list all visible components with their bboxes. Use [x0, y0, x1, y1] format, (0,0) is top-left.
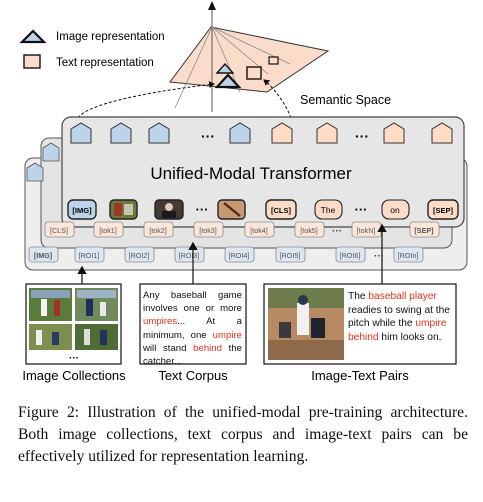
text-point-icon [246, 66, 262, 80]
token-cls-label: [CLS] [271, 206, 291, 215]
image-token: [ROI1] [79, 251, 100, 260]
highlight-behind: behind [193, 342, 222, 354]
pair-caption: The baseball player readies to swing at … [348, 291, 450, 343]
image-token: ··· [374, 251, 384, 262]
image-text-pair-box [263, 283, 457, 365]
token-ellipsis: ··· [355, 202, 368, 217]
image-token: [ROI5] [280, 251, 301, 260]
semantic-space: Semantic Space [169, 1, 391, 112]
output-ellipsis: ··· [201, 128, 215, 144]
text-token: [tok4] [250, 226, 268, 235]
text-token: ··· [332, 226, 342, 237]
image-token: [ROI4] [229, 251, 250, 260]
text-corpus-content: Any baseball game involves one or more u… [143, 290, 242, 368]
legend-image-label: Image representation [56, 31, 165, 43]
highlight-umpire: umpire [212, 329, 242, 341]
token-sep [427, 199, 459, 220]
highlight-baseball-player: baseball player [368, 291, 437, 302]
output-image-icon [110, 122, 132, 144]
output-ellipsis: ··· [355, 128, 369, 144]
token-word-label: on [390, 205, 400, 215]
highlight-umpires: umpires [143, 316, 178, 328]
token-img [67, 199, 97, 220]
image-token: [ROI6] [340, 251, 361, 260]
label-image-text-pairs: Image-Text Pairs [311, 368, 409, 383]
token-cls [265, 199, 297, 220]
image-token-row: [IMG] [ROI1] [ROI2] [ROI3] [ROI4] [ROI5]… [28, 246, 424, 263]
image-token: [IMG] [34, 251, 52, 260]
output-text-icon [383, 122, 405, 144]
semantic-space-label: Semantic Space [300, 93, 391, 107]
collection-photo [75, 324, 118, 350]
image-token: [ROIn] [398, 251, 419, 260]
text-token: [tok3] [199, 226, 217, 235]
axis-arrowhead [208, 1, 216, 10]
collection-photo [29, 324, 72, 350]
output-text-icon [271, 122, 293, 144]
figure-caption: Figure 2: Illustration of the unified-mo… [18, 404, 468, 465]
semantic-plane [169, 26, 330, 93]
dashed-arrow-image [77, 81, 215, 119]
output-image-icon [70, 122, 92, 144]
text-token: [tok1] [99, 226, 117, 235]
output-image-icon [148, 122, 170, 144]
token-sep-label: [SEP] [433, 206, 454, 215]
text-token: [tokN] [357, 226, 376, 235]
image-representation-icon [19, 29, 47, 44]
token-word [381, 199, 410, 220]
text-token-row: [CLS] [tok1] [tok2] [tok3] [tok4] [tok5]… [44, 221, 440, 238]
image-point-icon [215, 62, 235, 74]
collection-ellipsis: ··· [69, 353, 79, 364]
token-img-label: [IMG] [72, 206, 92, 215]
text-corpus-box [139, 283, 247, 365]
image-token: [ROI2] [129, 251, 150, 260]
transformer-input-tokens: [IMG] ··· [CLS] The ··· on [SEP] [67, 199, 459, 220]
legend-text-label: Text representation [56, 57, 154, 69]
image-collections-box: ··· [25, 283, 122, 365]
text-representation-icon [23, 54, 41, 69]
label-text-corpus: Text Corpus [158, 368, 228, 383]
text-token: [SEP] [414, 226, 433, 235]
text-point-icon [268, 56, 279, 65]
output-text-icon [431, 122, 453, 144]
token-ellipsis: ··· [196, 202, 209, 217]
label-image-collections: Image Collections [22, 368, 126, 383]
output-text-icon [316, 122, 338, 144]
output-image-icon [229, 122, 251, 144]
image-point-icon [214, 73, 242, 89]
text-token: [tok5] [300, 226, 318, 235]
text-token: [tok2] [149, 226, 167, 235]
image-token: [ROI3] [179, 251, 200, 260]
legend: Image representation Text representation [19, 29, 165, 69]
token-word [314, 199, 343, 220]
text-token: [CLS] [50, 226, 68, 235]
token-word-label: The [321, 205, 336, 215]
transformer-title: Unified-Modal Transformer [150, 164, 352, 183]
highlight-umpire-behind: umpire behind [348, 318, 447, 343]
output-pentagons: ··· ··· [70, 122, 453, 144]
